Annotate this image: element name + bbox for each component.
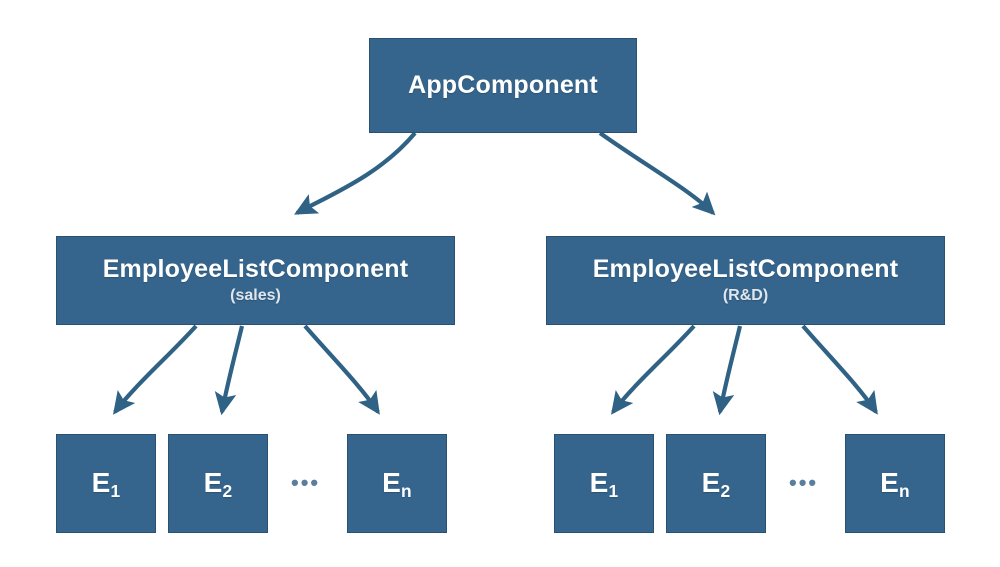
leaf-subscript: 1 <box>110 480 121 501</box>
node-employee-list-rnd[interactable]: EmployeeListComponent (R&D) <box>546 236 945 325</box>
leaf-base: E <box>701 467 721 499</box>
node-employee-list-sales-sublabel: (sales) <box>230 287 281 305</box>
leaf-subscript: 2 <box>720 480 731 501</box>
leaf-sales-e1-label: E1 <box>91 467 121 501</box>
leaf-sales-en[interactable]: En <box>347 434 447 533</box>
node-app-component-label: AppComponent <box>408 70 598 99</box>
leaf-base: E <box>880 467 900 499</box>
leaf-rnd-e1[interactable]: E1 <box>554 434 654 533</box>
leaf-sales-e2[interactable]: E2 <box>168 434 268 533</box>
edge-app-to-rnd <box>598 131 716 216</box>
edge-sales-to-e1 <box>112 324 198 415</box>
edge-rnd-to-e1 <box>610 324 696 415</box>
leaf-subscript: n <box>401 480 412 501</box>
node-employee-list-rnd-sublabel: (R&D) <box>722 287 769 305</box>
leaf-subscript: 2 <box>222 480 233 501</box>
edge-rnd-to-en <box>801 324 878 415</box>
leaf-rnd-en[interactable]: En <box>845 434 945 533</box>
leaf-rnd-e2-label: E2 <box>701 467 731 501</box>
edge-app-to-sales <box>294 131 417 215</box>
leaf-subscript: 1 <box>608 480 619 501</box>
leaf-sales-e1[interactable]: E1 <box>56 434 156 533</box>
leaf-sales-ellipsis: ••• <box>291 470 321 495</box>
leaf-rnd-e2[interactable]: E2 <box>666 434 766 533</box>
leaf-base: E <box>589 467 609 499</box>
leaf-sales-e2-label: E2 <box>203 467 233 501</box>
node-app-component[interactable]: AppComponent <box>369 38 637 133</box>
leaf-base: E <box>382 467 402 499</box>
node-employee-list-rnd-label: EmployeeListComponent <box>592 254 899 283</box>
leaf-base: E <box>91 467 111 499</box>
leaf-subscript: n <box>899 480 910 501</box>
leaf-rnd-e1-label: E1 <box>589 467 619 501</box>
leaf-sales-en-label: En <box>382 467 412 501</box>
edge-rnd-to-e2 <box>712 325 743 416</box>
edge-sales-to-e2 <box>214 325 245 416</box>
leaf-rnd-en-label: En <box>880 467 910 501</box>
leaf-base: E <box>203 467 223 499</box>
leaf-rnd-ellipsis: ••• <box>789 470 819 495</box>
node-employee-list-sales-label: EmployeeListComponent <box>102 254 409 283</box>
edge-sales-to-en <box>303 324 380 415</box>
node-employee-list-sales[interactable]: EmployeeListComponent (sales) <box>56 236 455 325</box>
